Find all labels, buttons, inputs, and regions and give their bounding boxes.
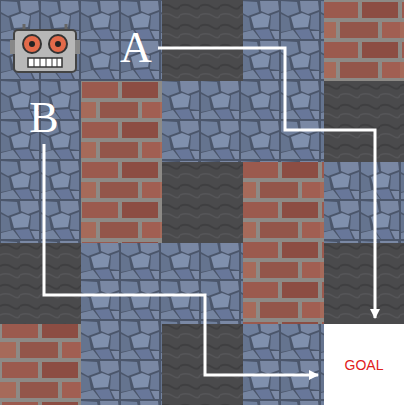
brick-tile (81, 162, 162, 243)
cobble-tile (243, 324, 324, 405)
robot-icon (10, 24, 80, 72)
cobble-tile (0, 162, 81, 243)
cobble-tile (81, 0, 162, 81)
start-letter: A (120, 26, 152, 70)
brick-tile (81, 81, 162, 162)
path-arrow (158, 48, 375, 318)
slate-tile (324, 243, 404, 324)
brick-tile (243, 243, 324, 324)
slate-tile (162, 324, 243, 405)
slate-tile (162, 162, 243, 243)
brick-tile (243, 162, 324, 243)
start-letter: B (29, 96, 58, 140)
cobble-tile (0, 0, 81, 81)
cobble-tile (324, 162, 404, 243)
brick-tile (0, 324, 81, 405)
cobble-tile (162, 81, 243, 162)
cobble-tile (81, 324, 162, 405)
start-label: B (22, 92, 66, 144)
start-label: A (114, 22, 158, 74)
slate-tile (324, 81, 404, 162)
goal-text: GOAL (345, 358, 384, 372)
brick-tile (324, 0, 404, 81)
path-arrow (44, 144, 318, 375)
slate-tile (162, 0, 243, 81)
cobble-tile (0, 81, 81, 162)
cobble-tile (81, 243, 162, 324)
goal-tile: GOAL (324, 324, 404, 405)
slate-tile (0, 243, 81, 324)
cobble-tile (162, 243, 243, 324)
